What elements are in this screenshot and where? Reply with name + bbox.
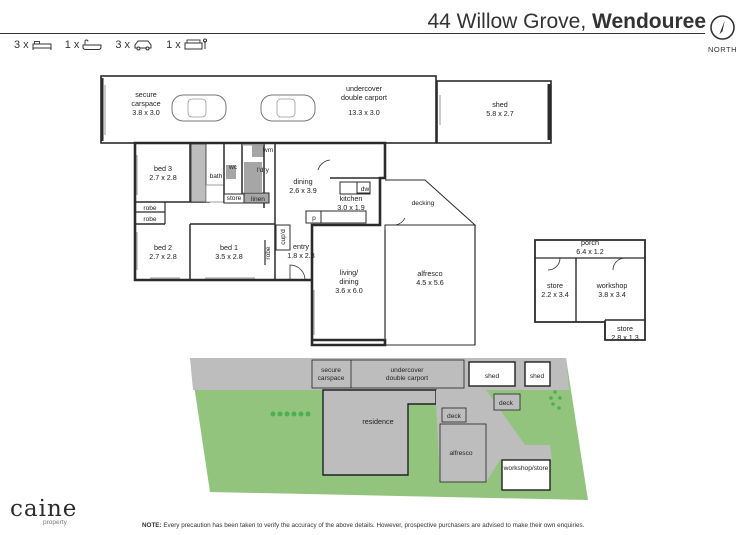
robe-label: robe bbox=[143, 216, 157, 223]
site-label: alfresco bbox=[449, 450, 472, 457]
brand-logo-sub: property bbox=[43, 519, 67, 526]
room-dims: 5.8 x 2.7 bbox=[486, 109, 514, 118]
site-shed bbox=[468, 361, 516, 387]
pantry-label: p bbox=[312, 215, 316, 222]
car-icon bbox=[134, 40, 152, 51]
site-shed bbox=[524, 361, 551, 387]
room-dims: 3.0 x 1.9 bbox=[337, 203, 365, 212]
room-dims: 3.8 x 3.4 bbox=[598, 290, 626, 299]
site-label: workshop/store bbox=[503, 465, 549, 472]
room-name: dining bbox=[339, 277, 358, 286]
room-name: undercover bbox=[346, 84, 383, 93]
site-label: double carport bbox=[386, 375, 428, 382]
room-name: shed bbox=[492, 100, 508, 109]
room-dims: 3.5 x 2.8 bbox=[215, 252, 243, 261]
note-text: Every precaution has been taken to verif… bbox=[163, 522, 585, 529]
room-name: secure bbox=[135, 90, 157, 99]
shed-outline bbox=[436, 80, 552, 144]
room-dims: 2.6 x 3.9 bbox=[289, 186, 317, 195]
site-label: carspace bbox=[318, 375, 345, 382]
disclaimer-note: NOTE: Every precaution has been taken to… bbox=[142, 522, 584, 529]
robe-label: robe bbox=[265, 246, 272, 260]
room-dims: 2.2 x 3.4 bbox=[541, 290, 569, 299]
wc-label: wc bbox=[228, 164, 238, 171]
room-name: store bbox=[547, 281, 563, 290]
stat-cars: 3 x bbox=[115, 39, 153, 51]
room-name: living/ bbox=[340, 268, 358, 277]
bed-icon bbox=[32, 41, 52, 50]
room-name: workshop bbox=[596, 281, 628, 290]
car-icon bbox=[171, 94, 227, 122]
stat-living: 1 x bbox=[166, 38, 208, 52]
property-stats: 3 x 1 x 3 x 1 x bbox=[14, 38, 208, 52]
room-dims: 1.8 x 2.3 bbox=[287, 251, 315, 260]
siteplan: secure carspace undercover double carpor… bbox=[190, 358, 588, 500]
room-name: porch bbox=[581, 238, 599, 247]
header-divider bbox=[0, 33, 705, 34]
room-name: alfresco bbox=[417, 269, 442, 278]
address: 44 Willow Grove, bbox=[427, 10, 587, 33]
cupboard-label: cup'd bbox=[280, 229, 287, 245]
room-labels: secure carspace 3.8 x 3.0 undercover dou… bbox=[131, 84, 638, 342]
room-name: carspace bbox=[131, 99, 160, 108]
wm-label: wm bbox=[262, 147, 274, 154]
site-label: secure bbox=[321, 367, 341, 374]
room-dims: 2.7 x 2.8 bbox=[149, 252, 177, 261]
room-dims: 3.6 x 6.0 bbox=[335, 286, 363, 295]
room-name: entry bbox=[293, 242, 309, 251]
room-dims: 3.8 x 3.0 bbox=[132, 108, 160, 117]
bath-icon bbox=[82, 39, 102, 50]
suburb: Wendouree bbox=[592, 10, 706, 33]
store-label: store bbox=[227, 195, 242, 202]
car-icon bbox=[260, 94, 316, 122]
linen-label: linen bbox=[251, 196, 265, 203]
site-label: residence bbox=[362, 417, 393, 426]
room-dims: 6.4 x 1.2 bbox=[576, 247, 604, 256]
floorplan bbox=[100, 75, 646, 347]
property-title: 44 Willow Grove, Wendouree bbox=[427, 10, 706, 34]
bath-label: bath bbox=[210, 173, 223, 180]
room-name: bed 2 bbox=[154, 243, 172, 252]
decking-label: decking bbox=[412, 200, 435, 207]
room-name: bed 1 bbox=[220, 243, 238, 252]
stat-bathrooms: 1 x bbox=[65, 39, 103, 51]
site-label: undercover bbox=[391, 367, 425, 374]
compass-north-icon bbox=[710, 15, 735, 40]
room-name: store bbox=[617, 324, 633, 333]
site-workshop bbox=[501, 459, 551, 491]
dishwasher-label: dw bbox=[361, 186, 370, 193]
note-label: NOTE: bbox=[142, 522, 162, 529]
north-label: NORTH bbox=[708, 45, 738, 54]
room-dims: 4.5 x 5.6 bbox=[416, 278, 444, 287]
robe-label: robe bbox=[143, 205, 157, 212]
laundry-label: l'dry bbox=[257, 167, 270, 174]
site-label: deck bbox=[499, 400, 514, 407]
site-label: shed bbox=[485, 373, 500, 380]
brand-logo: caine bbox=[10, 496, 78, 522]
room-name: double carport bbox=[341, 93, 387, 102]
stat-bedrooms: 3 x bbox=[14, 39, 52, 51]
room-name: bed 3 bbox=[154, 164, 172, 173]
room-name: dining bbox=[293, 177, 312, 186]
site-label: shed bbox=[530, 373, 545, 380]
room-dims: 2.8 x 1.3 bbox=[611, 333, 639, 342]
sofa-icon bbox=[184, 38, 207, 50]
room-name: kitchen bbox=[340, 194, 363, 203]
room-dims: 2.7 x 2.8 bbox=[149, 173, 177, 182]
site-label: deck bbox=[447, 413, 462, 420]
room-dims: 13.3 x 3.0 bbox=[348, 108, 380, 117]
